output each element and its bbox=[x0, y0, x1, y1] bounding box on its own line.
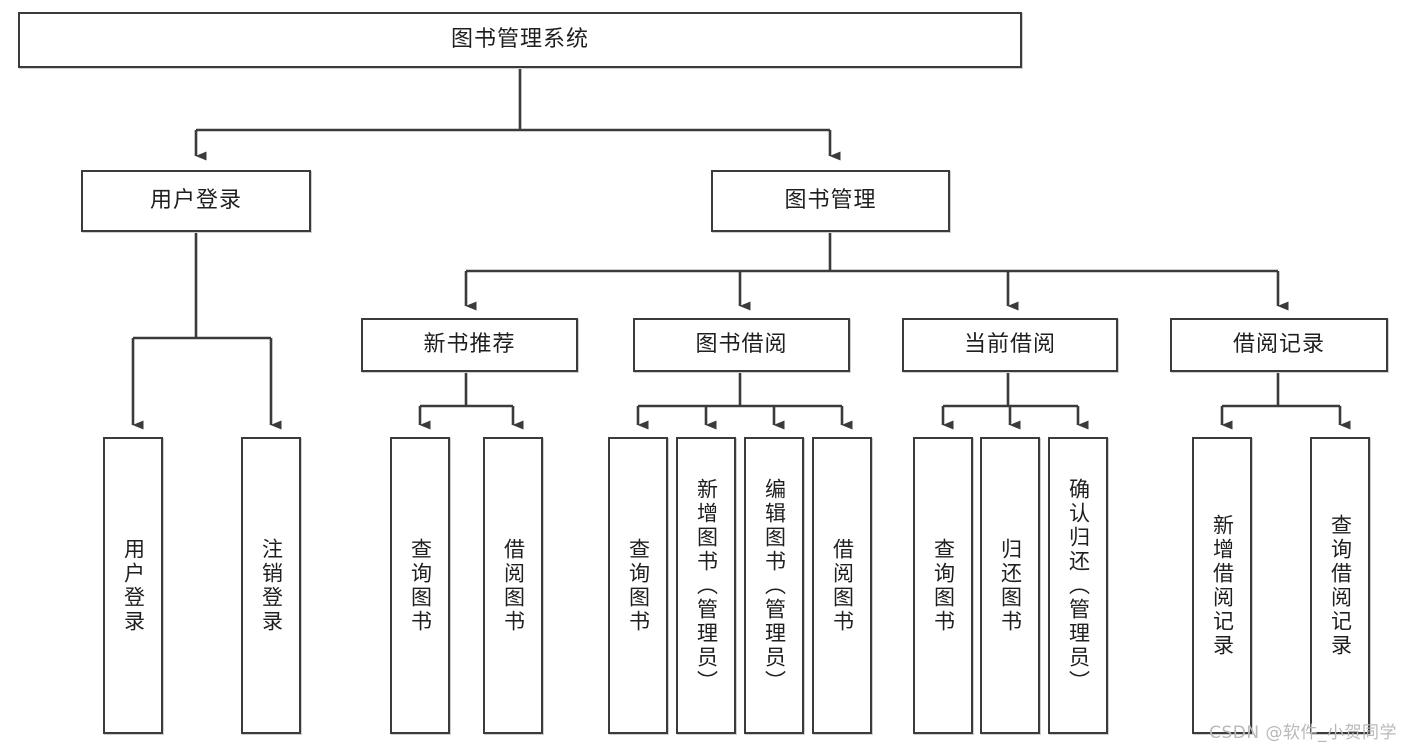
node-leaf-query-book-3[interactable]: 查询图书 bbox=[913, 437, 973, 734]
node-leaf-logout-login[interactable]: 注销登录 bbox=[241, 437, 301, 734]
node-leaf-confirm-return-label: 确认归还（管理员） bbox=[1066, 477, 1091, 694]
node-leaf-edit-book[interactable]: 编辑图书（管理员） bbox=[744, 437, 804, 734]
node-leaf-query-book-2[interactable]: 查询图书 bbox=[608, 437, 668, 734]
node-root-book-management-system[interactable]: 图书管理系统 bbox=[18, 12, 1022, 68]
node-leaf-borrow-book-2-label: 借阅图书 bbox=[830, 537, 855, 634]
node-borrow-record[interactable]: 借阅记录 bbox=[1170, 318, 1388, 372]
node-leaf-query-book-3-label: 查询图书 bbox=[931, 537, 956, 634]
node-book-borrow-label: 图书借阅 bbox=[695, 332, 788, 358]
node-leaf-query-record[interactable]: 查询借阅记录 bbox=[1310, 437, 1370, 734]
node-root-label: 图书管理系统 bbox=[450, 27, 589, 53]
node-leaf-logout-login-label: 注销登录 bbox=[259, 537, 284, 634]
node-leaf-return-book-label: 归还图书 bbox=[998, 537, 1023, 634]
node-book-borrow[interactable]: 图书借阅 bbox=[633, 318, 850, 372]
node-leaf-query-book-1-label: 查询图书 bbox=[408, 537, 433, 634]
node-user-login[interactable]: 用户登录 bbox=[81, 170, 311, 232]
node-leaf-borrow-book-1-label: 借阅图书 bbox=[501, 537, 526, 634]
node-leaf-confirm-return[interactable]: 确认归还（管理员） bbox=[1048, 437, 1108, 734]
node-leaf-query-book-2-label: 查询图书 bbox=[626, 537, 651, 634]
node-leaf-user-login[interactable]: 用户登录 bbox=[103, 437, 163, 734]
node-leaf-return-book[interactable]: 归还图书 bbox=[980, 437, 1040, 734]
node-new-book-recommend-label: 新书推荐 bbox=[423, 332, 516, 358]
node-leaf-add-record-label: 新增借阅记录 bbox=[1210, 513, 1235, 658]
node-borrow-record-label: 借阅记录 bbox=[1232, 332, 1325, 358]
node-current-borrow[interactable]: 当前借阅 bbox=[902, 318, 1118, 372]
node-book-management-label: 图书管理 bbox=[784, 188, 877, 214]
node-leaf-edit-book-label: 编辑图书（管理员） bbox=[762, 477, 787, 694]
node-user-login-label: 用户登录 bbox=[149, 188, 242, 214]
node-leaf-user-login-label: 用户登录 bbox=[121, 537, 146, 634]
node-leaf-add-book-label: 新增图书（管理员） bbox=[694, 477, 719, 694]
node-leaf-borrow-book-1[interactable]: 借阅图书 bbox=[483, 437, 543, 734]
node-new-book-recommend[interactable]: 新书推荐 bbox=[361, 318, 578, 372]
node-current-borrow-label: 当前借阅 bbox=[963, 332, 1056, 358]
node-leaf-query-record-label: 查询借阅记录 bbox=[1328, 513, 1353, 658]
node-leaf-borrow-book-2[interactable]: 借阅图书 bbox=[812, 437, 872, 734]
node-leaf-add-book[interactable]: 新增图书（管理员） bbox=[676, 437, 736, 734]
node-book-management[interactable]: 图书管理 bbox=[711, 170, 950, 232]
watermark-text: CSDN @软件_小贺同学 bbox=[1209, 723, 1397, 743]
node-leaf-add-record[interactable]: 新增借阅记录 bbox=[1192, 437, 1252, 734]
node-leaf-query-book-1[interactable]: 查询图书 bbox=[390, 437, 450, 734]
